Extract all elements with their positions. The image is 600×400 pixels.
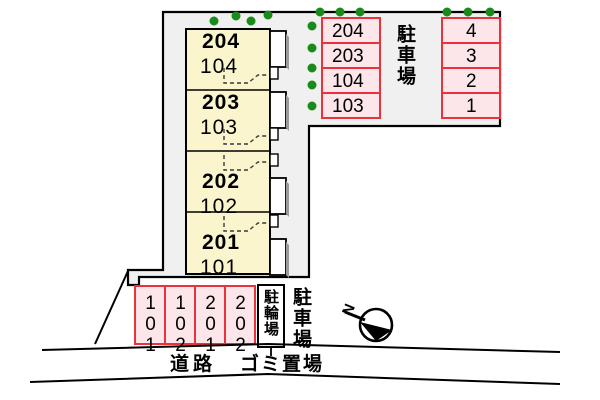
unit-label-103-lower: 103 [200, 116, 239, 139]
unit-label-101-lower: 101 [200, 256, 239, 279]
parking-west-stall-103[interactable]: 103 [332, 96, 364, 117]
parking-west-stall-204[interactable]: 204 [332, 21, 364, 42]
parking-south-stall-102[interactable]: 102 [170, 293, 191, 356]
unit-label-201-upper: 201 [202, 231, 241, 254]
parking-east-stall-4[interactable]: 4 [466, 21, 477, 42]
planting-dots [209, 7, 495, 111]
north-compass [344, 307, 394, 343]
parking-lot-south-label: 駐車場 [290, 287, 311, 350]
balcony-protrusions [269, 30, 289, 278]
unit-label-102-lower: 102 [200, 195, 239, 218]
parking-east-stall-3[interactable]: 3 [466, 46, 477, 67]
unit-label-204-upper: 204 [202, 30, 241, 53]
unit-label-104-lower: 104 [200, 55, 239, 78]
parking-column-west-boxes [321, 17, 381, 119]
parking-south-stall-201[interactable]: 201 [200, 293, 221, 356]
road-label: 道路 [170, 354, 217, 375]
parking-lot-main-label: 駐車場 [394, 24, 415, 87]
road-lines [29, 270, 561, 385]
parking-west-stall-104[interactable]: 104 [332, 71, 364, 92]
bicycle-parking-label: 駐輪場 [262, 289, 279, 337]
parking-south-stall-101[interactable]: 101 [140, 293, 161, 356]
parking-south-stall-202[interactable]: 202 [230, 293, 251, 356]
parking-east-stall-1[interactable]: 1 [466, 96, 477, 117]
garbage-area-label: ゴミ置場 [240, 354, 325, 375]
unit-label-203-upper: 203 [202, 91, 241, 114]
interior-partitions [223, 68, 270, 232]
unit-label-202-upper: 202 [202, 170, 241, 193]
parking-east-stall-2[interactable]: 2 [466, 71, 477, 92]
parking-west-stall-203[interactable]: 203 [332, 46, 364, 67]
parking-row-south-boxes [134, 285, 256, 345]
parking-column-east-boxes [441, 17, 501, 119]
garbage-area-marker [258, 346, 284, 356]
